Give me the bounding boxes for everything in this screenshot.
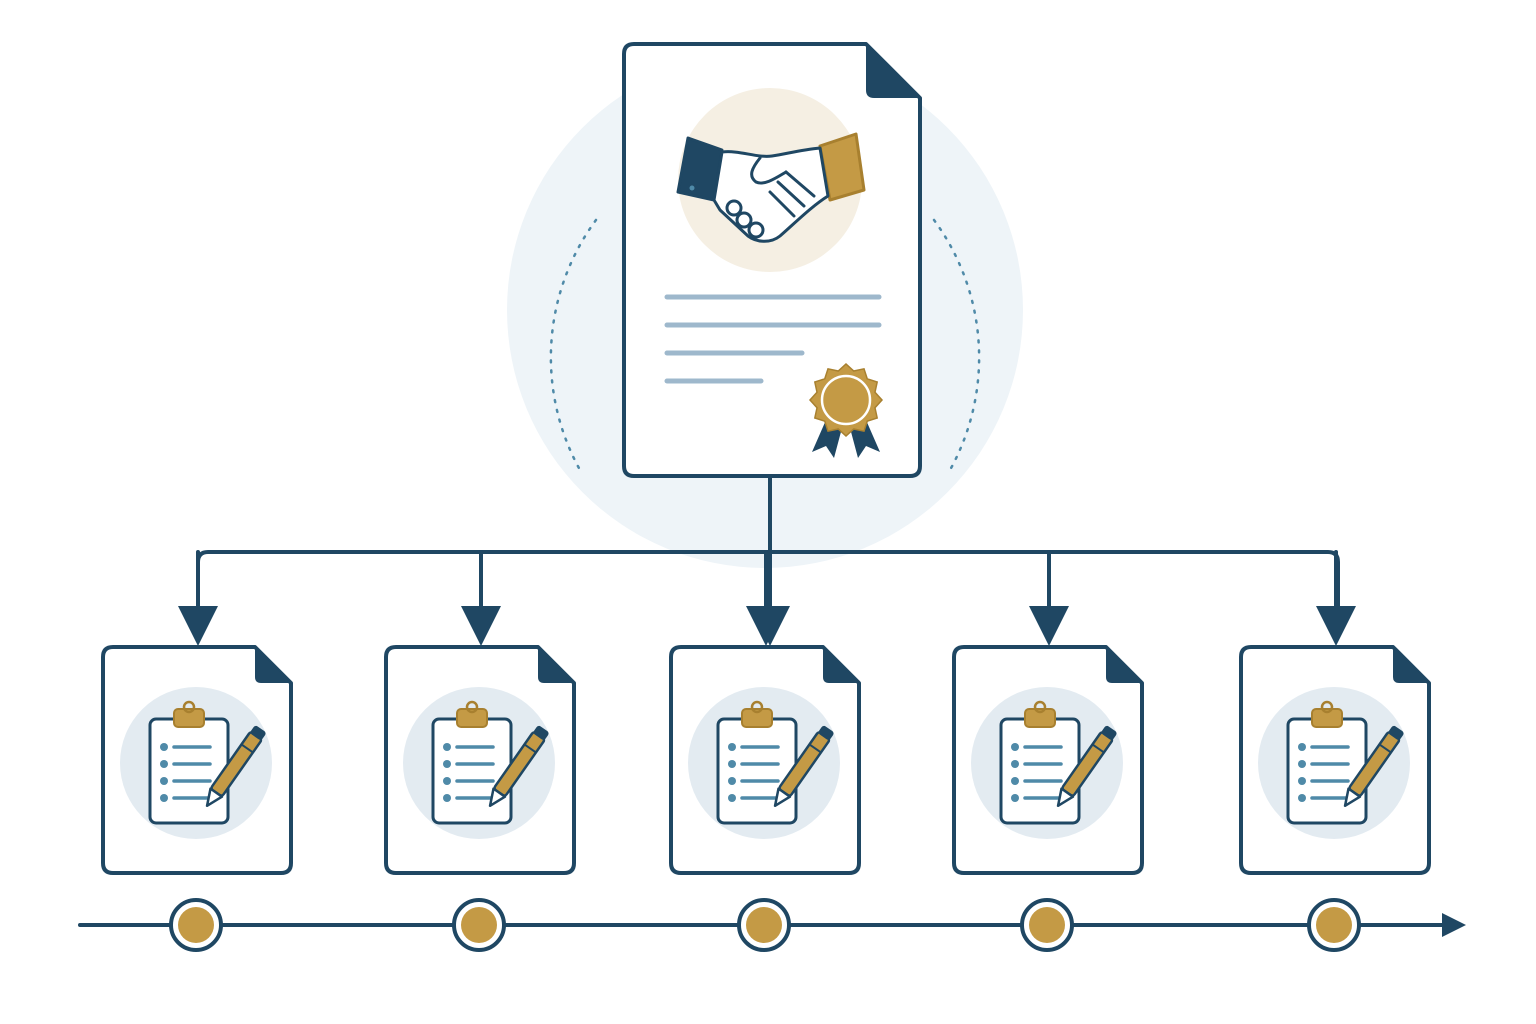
clipboard-pen-icon [971,687,1123,839]
award-seal-icon [808,362,884,458]
master-document-text-lines [664,294,882,384]
child-document-2 [384,645,576,875]
clipboard-pen-icon [403,687,555,839]
child-document-fold [1106,647,1142,683]
child-document-fold [255,647,291,683]
timeline-milestone-4 [1020,898,1074,952]
timeline-milestone-2 [452,898,506,952]
timeline-milestone-3 [737,898,791,952]
clipboard-pen-icon [1258,687,1410,839]
clipboard-pen-icon [688,687,840,839]
master-document-fold [866,44,920,98]
child-document-1 [101,645,293,875]
handshake-icon [676,88,866,272]
child-document-fold [823,647,859,683]
timeline-arrow-icon [1442,913,1466,937]
timeline [78,898,1466,952]
child-document-fold [1393,647,1429,683]
timeline-milestone-1 [169,898,223,952]
child-document-3 [669,645,861,875]
timeline-milestone-5 [1307,898,1361,952]
master-contract-document [622,42,922,478]
hierarchy-connectors [178,476,1356,646]
child-documents [101,645,1431,875]
clipboard-pen-icon [120,687,272,839]
child-document-4 [952,645,1144,875]
child-document-5 [1239,645,1431,875]
child-document-fold [538,647,574,683]
